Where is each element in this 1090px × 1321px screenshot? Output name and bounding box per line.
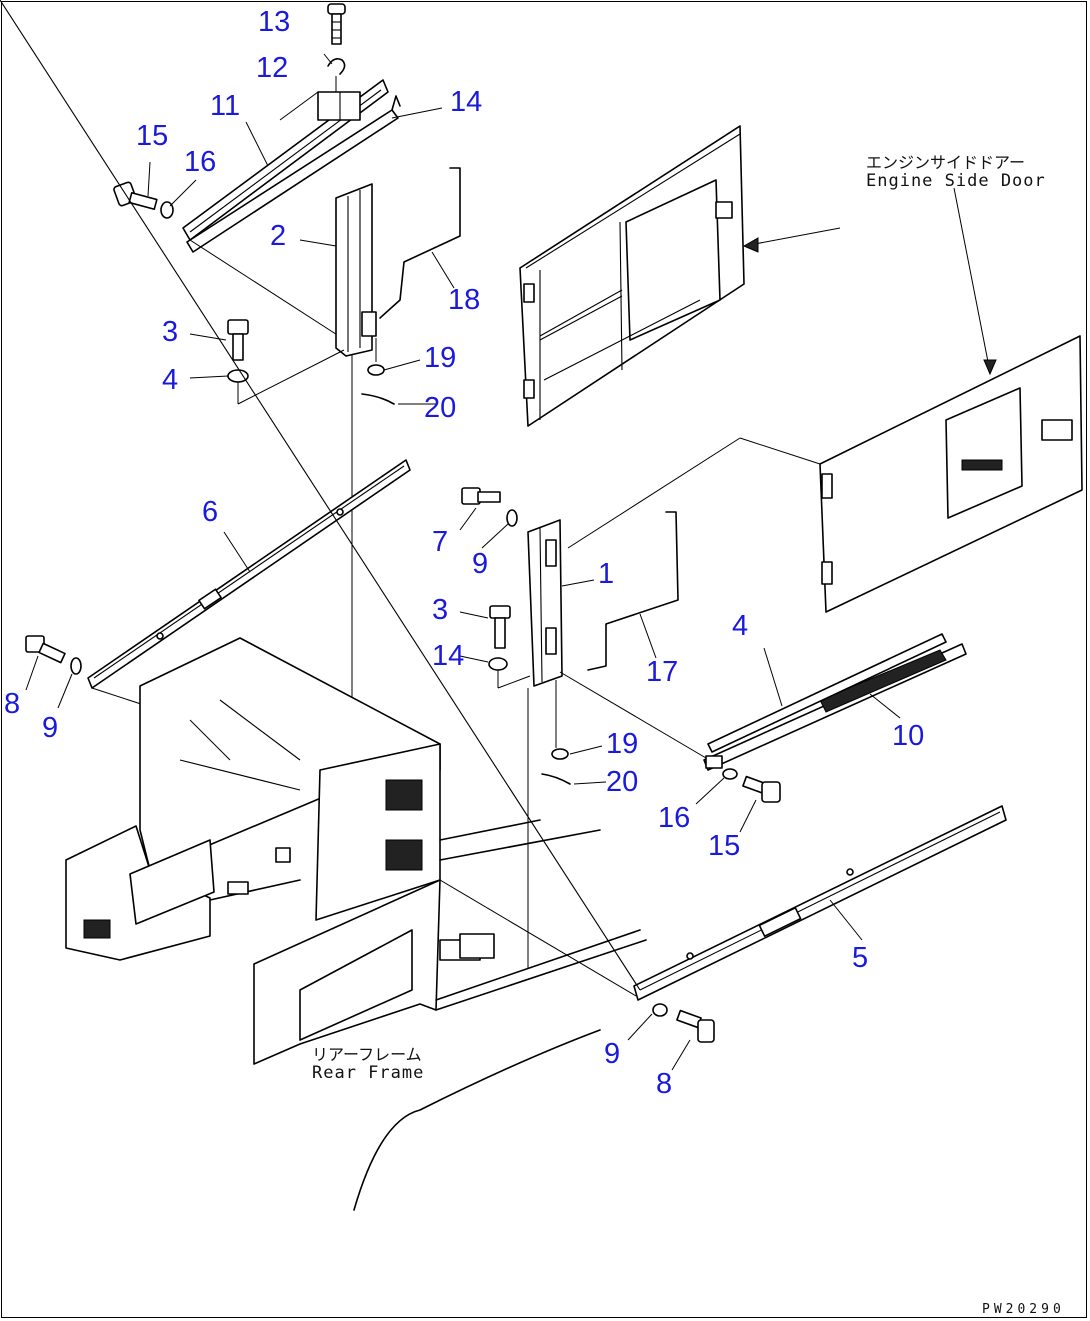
callout-20-lower: 20 [606,766,639,798]
bolt-7 [461,487,501,505]
rod-18 [379,167,461,319]
callout-9-lower: 9 [604,1038,621,1070]
rear-frame-label-jp: リアーフレーム [312,1045,422,1064]
callout-12: 12 [256,52,289,84]
callout-10: 10 [892,720,925,752]
callout-17: 17 [646,656,679,688]
rear-frame [65,637,647,1065]
callout-11: 11 [210,90,241,122]
bolt-8-left [25,635,66,664]
bracket-1 [527,519,563,687]
callout-4-upper: 4 [162,364,179,396]
engine-side-door-outer [819,335,1083,613]
callout-2: 2 [270,220,287,252]
pin-20-lower [541,773,571,785]
leader-lines [25,53,901,1071]
washer-4-upper [227,369,249,383]
callout-8-left: 8 [4,688,21,720]
bolt-13 [327,3,346,45]
callout-15-lower: 15 [708,830,741,862]
washer-9-lower [652,1003,668,1017]
bracket-2 [335,183,377,357]
engine-side-door-label: エンジンサイドドアー Engine Side Door [866,153,1046,192]
callout-19-lower: 19 [606,728,639,760]
callout-7: 7 [432,526,449,558]
callout-6: 6 [202,496,219,528]
callout-3-upper: 3 [162,316,179,348]
engine-side-door-inner [519,125,745,427]
bar-5 [0,0,1007,1001]
bolt-3-mid [489,605,511,649]
callout-9-left: 9 [42,712,59,744]
callout-14-upper: 14 [450,86,483,118]
washer-4-mid [488,657,508,671]
callout-16-lower: 16 [658,802,691,834]
callout-20-upper: 20 [424,392,457,424]
washer-12 [327,58,346,75]
callout-13: 13 [258,6,291,38]
callout-4-mid: 14 [432,640,465,672]
washer-9-left [70,657,82,675]
bolt-8-lower [676,1009,715,1043]
bar-6 [87,459,411,689]
rod-17 [587,511,679,671]
callout-19-upper: 19 [424,342,457,374]
callout-1: 1 [598,558,615,590]
bolt-3-upper [227,319,249,361]
callout-5: 5 [852,942,869,974]
callout-16-upper: 16 [184,146,217,178]
rear-frame-label-en: Rear Frame [312,1063,425,1084]
strip-14-lower [707,633,947,753]
bolt-15-lower [742,775,781,803]
callout-8-lower: 8 [656,1068,673,1100]
bracket-10 [703,643,967,771]
callout-9-mid: 9 [472,548,489,580]
washer-9-mid [506,509,518,527]
strip-14-upper [186,95,401,253]
drawing-code: PW20290 [982,1302,1065,1317]
rear-frame-label: リアーフレーム Rear Frame [312,1045,425,1084]
callout-15-upper: 15 [136,120,169,152]
engine-side-door-label-jp: エンジンサイドドアー [866,153,1026,172]
washer-16-lower [722,768,738,780]
washer-19-lower [551,748,569,760]
callout-3-mid: 3 [432,594,449,626]
bracket-11 [182,79,389,241]
pin-20-upper [361,393,395,405]
washer-19-upper [367,364,385,376]
engine-side-door-label-en: Engine Side Door [866,171,1046,192]
callout-14-lower: 4 [732,610,749,642]
callout-18: 18 [448,284,481,316]
